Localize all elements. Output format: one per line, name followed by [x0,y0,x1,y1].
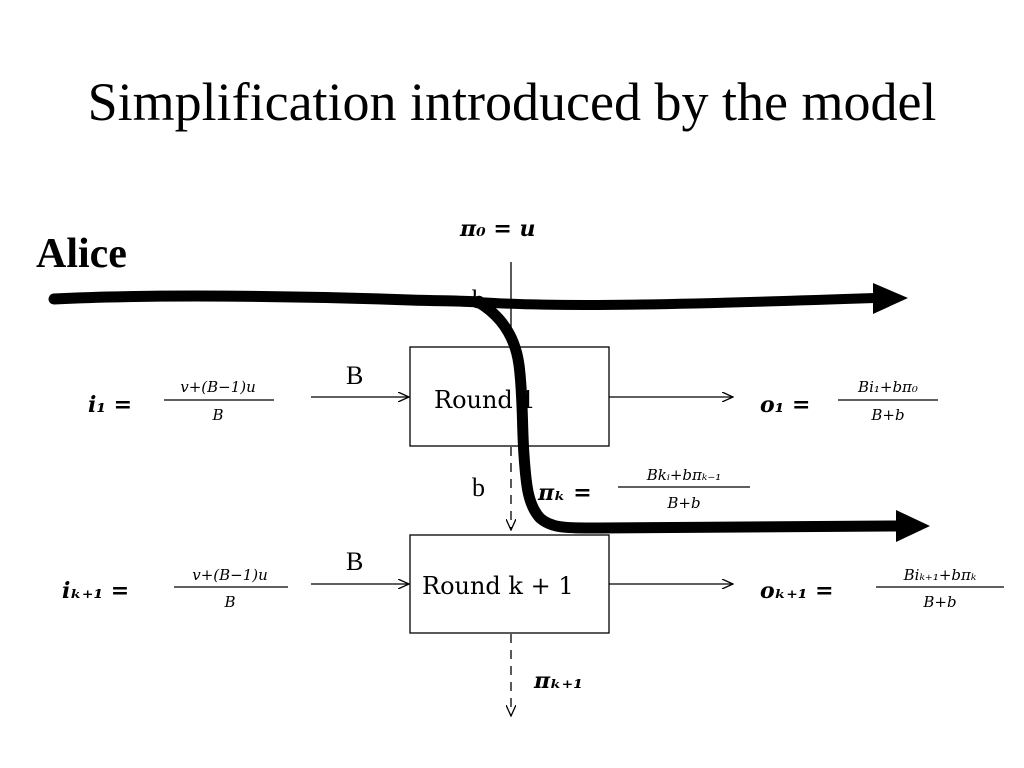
round1-input-edge-label: B [346,361,363,390]
roundk1-input-denominator: B [223,593,235,611]
alice-top-stroke [48,290,484,308]
roundk1-input-label: iₖ₊₁ = [62,578,129,604]
roundk1-output-denominator: B+b [922,593,956,611]
round1-input-denominator: B [211,406,223,424]
round1-input-numerator: v+(B−1)u [180,378,256,396]
alice-bottom-arrowhead [896,510,930,542]
middle-edge-label: b [472,473,485,502]
pi0-label: π₀ = u [459,216,536,242]
slide-title: Simplification introduced by the model [87,72,937,132]
round1-output-numerator: Bi₁+bπ₀ [857,378,918,396]
alice-curve-stroke [472,296,904,534]
round1-output-label: o₁ = [760,392,810,418]
roundk1-output-numerator: Biₖ₊₁+bπₖ [903,566,977,584]
alice-label: Alice [36,231,127,277]
roundk1-output-label: oₖ₊₁ = [760,578,834,604]
round1-input-label: i₁ = [88,392,132,418]
pik-label: πₖ = [537,480,592,506]
alice-top-arrowhead [873,283,908,314]
roundk1-input-numerator: v+(B−1)u [192,566,268,584]
roundk1-input-edge-label: B [346,547,363,576]
pik-numerator: Bkᵢ+bπₖ₋₁ [646,466,722,484]
alice-top-arrow-shaft [473,293,880,310]
pik-denominator: B+b [666,494,700,512]
round1-output-denominator: B+b [870,406,904,424]
pik1-label: πₖ₊₁ [533,668,583,694]
roundk1-label: Round k + 1 [422,572,574,600]
